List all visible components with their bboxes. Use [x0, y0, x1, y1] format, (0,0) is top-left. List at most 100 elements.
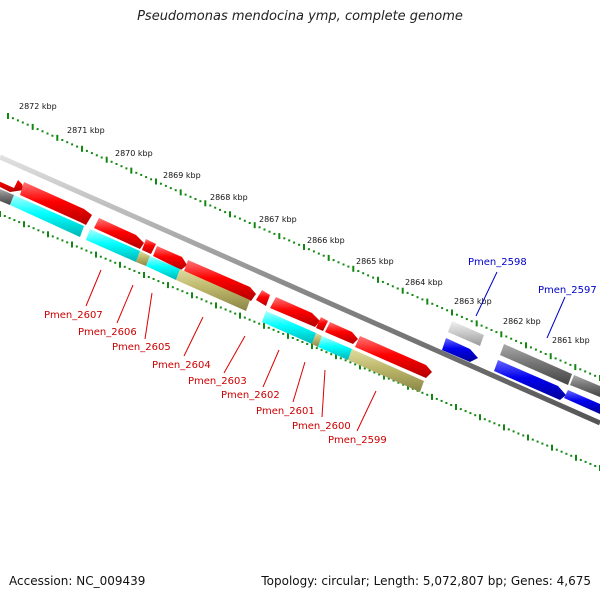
scale-minor-tick — [536, 440, 539, 443]
gene-label[interactable]: Pmen_2604 — [152, 360, 211, 371]
scale-minor-tick — [464, 410, 467, 413]
gene-arrow[interactable] — [153, 246, 187, 270]
scale-minor-tick — [210, 302, 213, 305]
feature-bar — [146, 256, 180, 280]
scale-minor-tick — [306, 343, 309, 345]
tick-label: 2866 kbp — [307, 236, 345, 245]
gene-label[interactable]: Pmen_2598 — [468, 257, 527, 268]
scale-minor-tick — [32, 227, 35, 230]
gene-arrow[interactable] — [442, 338, 478, 362]
scale-minor-tick — [512, 430, 515, 433]
scale-major-tick — [574, 364, 577, 371]
scale-minor-tick — [253, 320, 256, 323]
scale-minor-tick — [469, 412, 472, 415]
scale-major-tick — [0, 211, 1, 217]
scale-minor-tick — [37, 229, 40, 232]
scale-minor-tick — [176, 288, 179, 291]
scale-minor-tick — [493, 422, 496, 425]
tick-label: 2861 kbp — [552, 336, 590, 345]
scale-minor-tick — [104, 257, 107, 260]
scale-minor-tick — [234, 312, 237, 315]
scale-minor-tick — [594, 374, 597, 377]
scale-minor-tick — [268, 230, 271, 233]
scale-minor-tick — [75, 245, 78, 248]
scale-minor-tick — [110, 160, 113, 163]
scale-minor-tick — [386, 283, 389, 286]
leader-line — [183, 316, 204, 357]
gene-arrow[interactable] — [94, 218, 144, 249]
gene-arrow[interactable] — [256, 290, 270, 306]
gene-label[interactable]: Pmen_2597 — [538, 285, 597, 296]
scale-minor-tick — [186, 292, 189, 295]
scale-minor-tick — [200, 298, 203, 301]
scale-minor-tick — [411, 294, 414, 296]
scale-major-tick — [167, 282, 169, 289]
scale-major-tick — [575, 454, 577, 461]
scale-major-tick — [551, 444, 553, 451]
gene-label[interactable]: Pmen_2602 — [221, 390, 280, 401]
scale-major-tick — [426, 298, 429, 305]
scale-major-tick — [383, 373, 385, 380]
scale-minor-tick — [145, 176, 148, 179]
gene-label[interactable]: Pmen_2603 — [188, 376, 247, 387]
leader-line — [546, 296, 566, 339]
scale-minor-tick — [184, 193, 187, 196]
scale-minor-tick — [11, 117, 14, 120]
scale-minor-tick — [120, 165, 123, 168]
scale-minor-tick — [169, 187, 172, 190]
scale-minor-tick — [128, 267, 131, 270]
scale-minor-tick — [224, 211, 227, 214]
scale-major-tick — [525, 342, 527, 349]
scale-minor-tick — [579, 458, 582, 461]
scale-minor-tick — [16, 119, 19, 122]
gene-arrow[interactable] — [448, 321, 484, 346]
scale-minor-tick — [296, 339, 299, 341]
scale-minor-tick — [115, 163, 118, 165]
gene-label[interactable]: Pmen_2607 — [44, 310, 103, 321]
scale-minor-tick — [125, 167, 128, 170]
scale-minor-tick — [397, 381, 400, 384]
scale-major-tick — [23, 221, 25, 228]
gene-arrow[interactable] — [570, 375, 600, 397]
gene-label[interactable]: Pmen_2600 — [292, 421, 351, 432]
leader-line — [292, 361, 306, 403]
scale-minor-tick — [71, 143, 74, 146]
scale-minor-tick — [109, 259, 112, 262]
gene-arrow[interactable] — [316, 317, 328, 331]
gene-leader-lines — [85, 269, 566, 432]
scale-minor-tick — [21, 121, 24, 124]
scale-minor-tick — [559, 359, 562, 362]
scale-minor-tick — [431, 302, 434, 305]
gene-arrow[interactable] — [500, 344, 572, 385]
gene-arrow[interactable] — [184, 260, 256, 301]
scale-minor-tick — [565, 452, 568, 455]
gene-label[interactable]: Pmen_2606 — [78, 327, 137, 338]
scale-major-tick — [229, 211, 231, 218]
scale-minor-tick — [238, 217, 241, 220]
scale-major-tick — [95, 251, 97, 258]
scale-minor-tick — [594, 465, 597, 467]
gene-arrow[interactable] — [355, 336, 432, 378]
gene-arrow[interactable] — [142, 239, 156, 254]
scale-minor-tick — [378, 373, 381, 376]
scale-minor-tick — [263, 228, 266, 231]
scale-minor-tick — [344, 359, 347, 362]
gene-arrow[interactable] — [0, 172, 24, 192]
gene-label[interactable]: Pmen_2599 — [328, 435, 387, 446]
gene-arrow[interactable] — [20, 182, 92, 225]
gene-arrow[interactable] — [564, 390, 600, 414]
gene-arrow[interactable] — [270, 297, 320, 327]
leader-line — [321, 369, 326, 418]
gene-label[interactable]: Pmen_2601 — [256, 406, 315, 417]
gene-label[interactable]: Pmen_2605 — [112, 342, 171, 353]
gene-arrow[interactable] — [325, 322, 358, 344]
scale-minor-tick — [465, 318, 468, 321]
backbone-line — [0, 154, 600, 426]
scale-minor-tick — [233, 215, 236, 218]
gene-arrow[interactable] — [494, 360, 566, 400]
scale-minor-tick — [539, 350, 542, 353]
scale-major-tick — [500, 331, 503, 338]
scale-minor-tick — [421, 391, 424, 394]
scale-minor-tick — [85, 149, 88, 152]
scale-minor-tick — [138, 271, 141, 274]
